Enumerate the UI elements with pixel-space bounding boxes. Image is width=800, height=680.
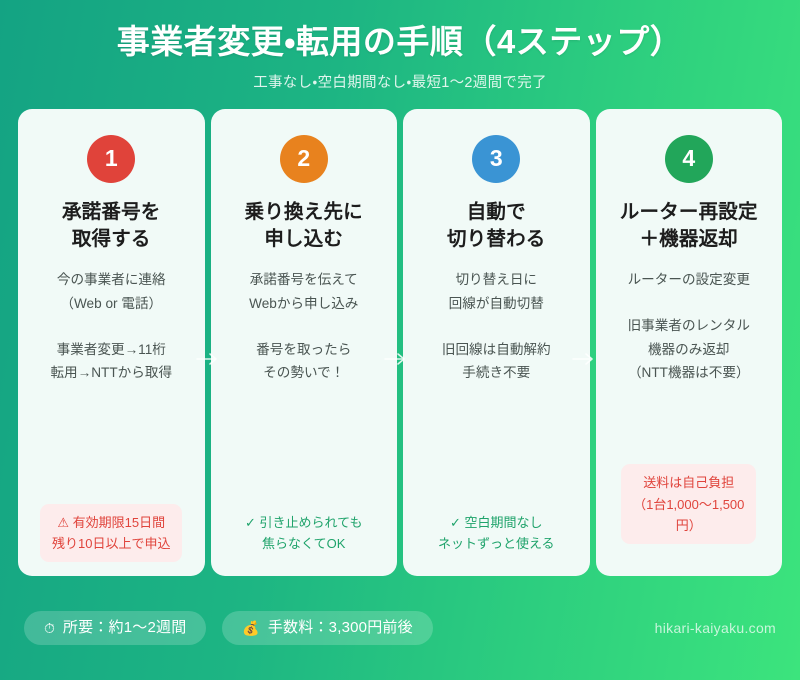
site-url: hikari-kaiyaku.com [654, 619, 776, 636]
poster-header: 事業者変更・転用の手順（4ステップ） 工事なし・空白期間なし・最短1〜2週間で完… [0, 0, 800, 92]
step-desc-3: 切り替え日に 回線が自動切替 [448, 271, 544, 311]
step-note-2: ✓ 引き止められても 焦らなくてOK [245, 514, 363, 551]
step-desc-4: ルーターの設定変更 [627, 271, 750, 287]
step-card-2: 2 乗り換え先に 申し込む 承諾番号を伝えて Webから申し込み 番号を取ったら… [210, 108, 397, 576]
step-title-3: 自動で 切り替わる [446, 200, 546, 251]
step-note-1: ⚠ 有効期限15日間 残り10日以上で申込 [40, 503, 183, 562]
footer-pill-fee: 💰 手数料：3,300円前後 [222, 610, 433, 646]
step-detail-1: 事業者変更→11桁 転用→NTTから取得 [50, 341, 173, 381]
step-card-3: 3 自動で 切り替わる 切り替え日に 回線が自動切替 旧回線は自動解約 手続き不… [403, 108, 590, 576]
step-card-4: 4 ルーター再設定 ＋機器返却 ルーターの設定変更 旧事業者のレンタル 機器のみ… [595, 108, 782, 576]
step-badge-1: 1 [87, 134, 136, 183]
footer-pill-fee-label: 手数料：3,300円前後 [267, 618, 413, 636]
step-desc-1: 今の事業者に連絡 （Web or 電話） [56, 271, 166, 311]
step-detail-2: 番号を取ったら その勢いで！ [256, 341, 352, 381]
step-badge-4: 4 [664, 134, 713, 183]
step-detail-3: 旧回線は自動解約 手続き不要 [441, 341, 551, 381]
step-note-3: ✓ 空白期間なし ネットずっと使える [437, 514, 555, 551]
step-badge-3: 3 [472, 134, 521, 183]
step-title-1: 承諾番号を 取得する [61, 200, 161, 251]
poster-footer: ⏱ 所要：約1〜2週間 💰 手数料：3,300円前後 hikari-kaiyak… [24, 576, 776, 680]
step-desc-2: 承諾番号を伝えて Webから申し込み [249, 271, 359, 311]
step-note-4: 送料は自己負担 （1台1,000〜1,500 円） [621, 464, 757, 544]
step-card-1: 1 承諾番号を 取得する 今の事業者に連絡 （Web or 電話） 事業者変更→… [18, 108, 205, 576]
steps-container: 1 承諾番号を 取得する 今の事業者に連絡 （Web or 電話） 事業者変更→… [18, 108, 782, 576]
money-bag-icon: 💰 [242, 619, 260, 636]
footer-pill-duration-label: 所要：約1〜2週間 [62, 618, 187, 636]
page-subtitle: 工事なし・空白期間なし・最短1〜2週間で完了 [253, 74, 547, 91]
step-title-4: ルーター再設定 ＋機器返却 [619, 200, 758, 251]
stopwatch-icon: ⏱ [44, 619, 55, 636]
step-badge-2: 2 [279, 134, 328, 183]
step-detail-4: 旧事業者のレンタル 機器のみ返却 （NTT機器は不要） [627, 317, 750, 381]
page-title: 事業者変更・転用の手順（4ステップ） [116, 23, 684, 60]
footer-pill-duration: ⏱ 所要：約1〜2週間 [24, 610, 207, 646]
step-title-2: 乗り換え先に 申し込む [244, 200, 363, 251]
